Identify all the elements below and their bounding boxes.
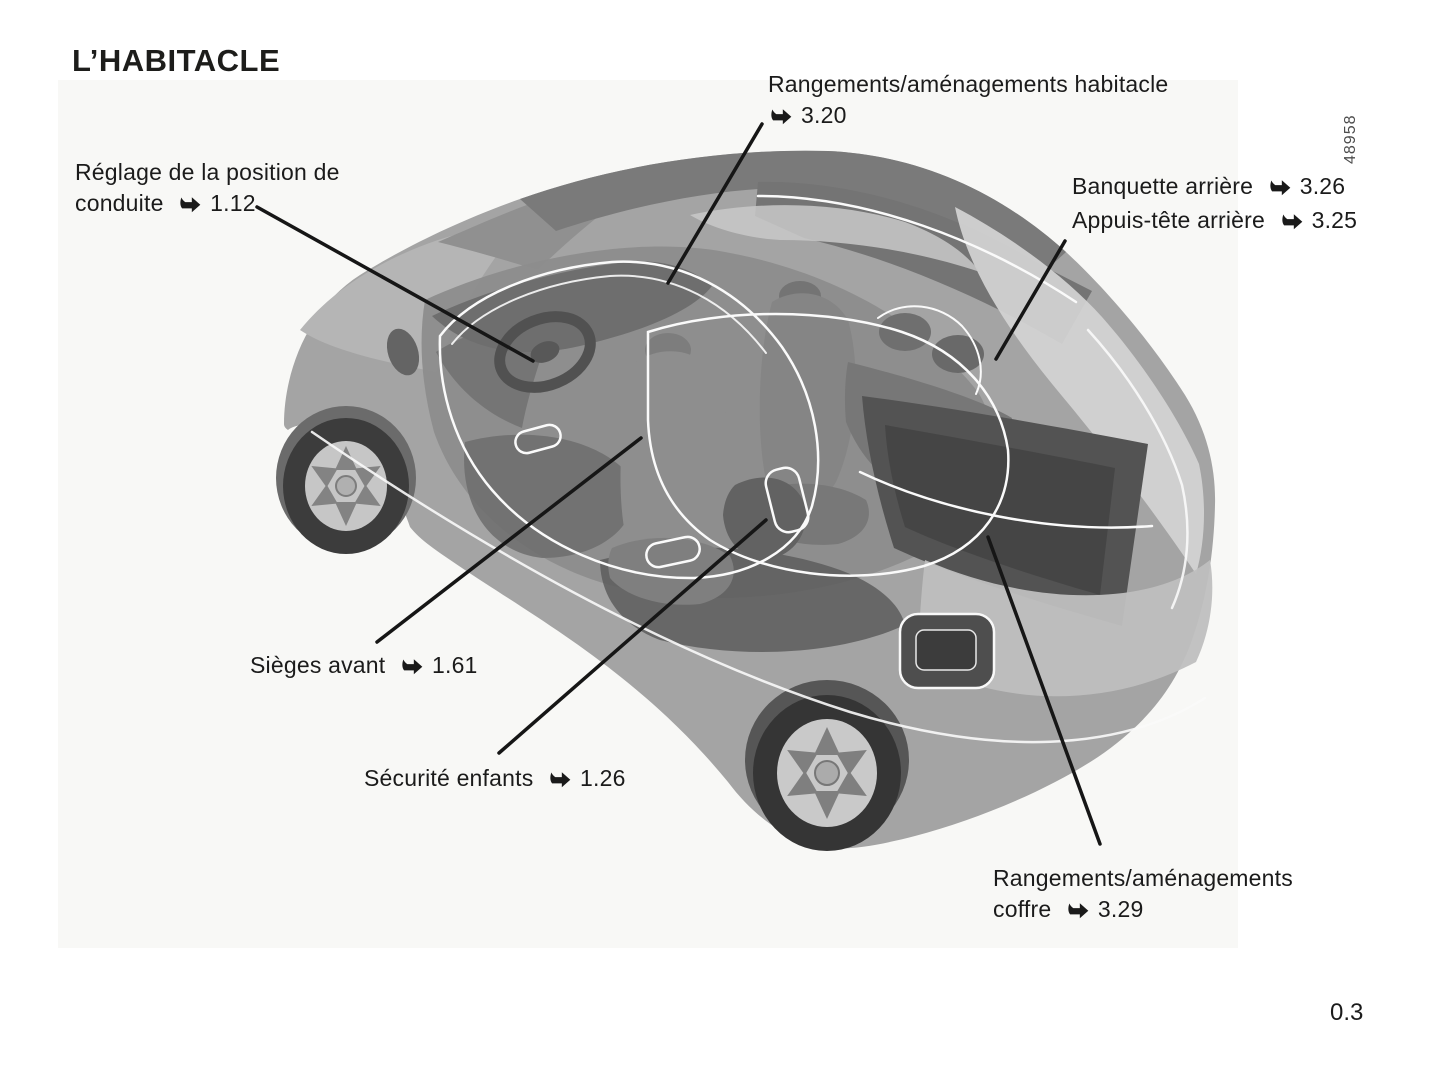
label-text: Rangements/aménagements [993, 865, 1293, 891]
leader-line-storage-boot [986, 535, 1102, 846]
label-text: Sièges avant [250, 652, 386, 678]
door-mirror [386, 328, 420, 376]
cutaway-highlight-outlines [310, 194, 1207, 744]
label-child-safety: Sécurité enfants 1.26 [364, 763, 626, 794]
leader-lines [255, 122, 1102, 846]
label-text: Rangements/aménagements habitacle [768, 71, 1169, 97]
dashboard [432, 261, 712, 353]
leader-line-rear-bench [994, 239, 1067, 361]
front-wheel [283, 418, 409, 554]
label-ref: 3.25 [1311, 207, 1358, 233]
cross-reference-arrow-icon [771, 109, 792, 125]
page-number: 0.3 [1330, 999, 1364, 1026]
cross-reference-arrow-icon [402, 659, 423, 675]
label-text: Appuis-tête arrière [1072, 207, 1265, 233]
label-text: conduite [75, 190, 164, 216]
leader-line-front-seats [375, 436, 643, 644]
cross-reference-arrow-icon [1068, 903, 1089, 919]
label-text: coffre [993, 896, 1052, 922]
label-storage-cabin: Rangements/aménagements habitacle 3.20 [768, 69, 1168, 131]
label-ref: 3.26 [1299, 173, 1346, 199]
label-rear-bench: Banquette arrière 3.26 [1072, 171, 1345, 202]
steering-wheel [494, 311, 596, 393]
rear-lamp [898, 612, 996, 690]
cross-reference-arrow-icon [550, 772, 571, 788]
label-text: Réglage de la position de [75, 159, 340, 185]
rear-wheel [753, 695, 901, 851]
label-storage-boot: Rangements/aménagements coffre 3.29 [993, 863, 1293, 925]
label-text: Banquette arrière [1072, 173, 1254, 199]
label-ref: 1.61 [431, 652, 478, 678]
label-rear-headrests: Appuis-tête arrière 3.25 [1072, 205, 1357, 236]
leader-line-storage-cabin [666, 122, 764, 285]
figure-reference-number: 48958 [1342, 114, 1359, 165]
leader-line-driving-position [255, 205, 535, 363]
label-ref: 3.20 [801, 102, 847, 128]
boot-area [862, 396, 1148, 626]
cross-reference-arrow-icon [180, 197, 201, 213]
cross-reference-arrow-icon [1281, 214, 1302, 230]
label-driving-position: Réglage de la position de conduite 1.12 [75, 157, 340, 219]
leader-line-child-safety [497, 518, 768, 755]
cross-reference-arrow-icon [1270, 180, 1291, 196]
label-ref: 1.26 [580, 765, 626, 791]
label-ref: 1.12 [210, 190, 256, 216]
label-front-seats: Sièges avant 1.61 [250, 650, 478, 681]
label-ref: 3.29 [1097, 896, 1144, 922]
label-text: Sécurité enfants [364, 765, 534, 791]
page-title: L’HABITACLE [72, 42, 281, 78]
